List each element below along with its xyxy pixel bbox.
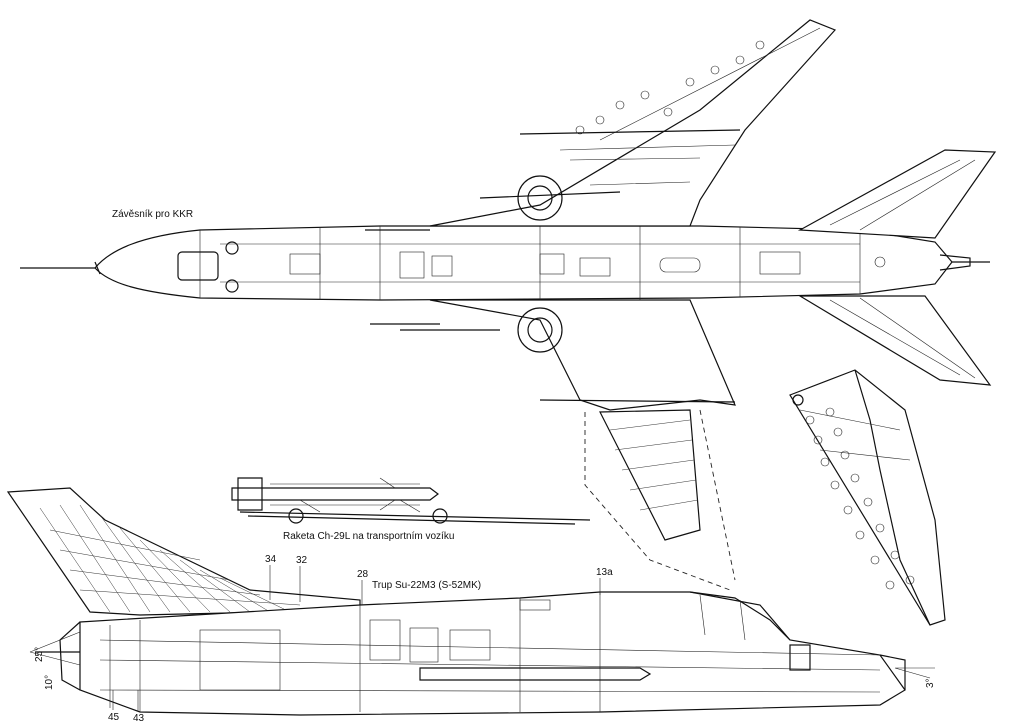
tailplane-upper — [797, 149, 997, 239]
tailplane-lower — [797, 295, 992, 386]
detached-wing-panel — [789, 369, 946, 626]
side-view — [6, 487, 906, 716]
missile-caption: Raketa Ch-29L na transportním vozíku — [283, 531, 454, 542]
tail-angle-down: 10° — [44, 675, 55, 690]
section-34: 34 — [265, 554, 277, 565]
fuselage-caption: Trup Su-22M3 (S-52MK) — [372, 580, 481, 591]
section-32: 32 — [296, 555, 308, 566]
nose-angle: 3° — [925, 678, 936, 688]
section-13a: 13a — [596, 567, 613, 578]
tail-angle-up: 25° — [34, 647, 45, 662]
section-28: 28 — [357, 569, 369, 580]
top-view — [20, 19, 997, 541]
section-45: 45 — [108, 712, 120, 723]
top-wing-upper — [429, 19, 837, 227]
section-43: 43 — [133, 713, 145, 724]
top-fuselage — [94, 225, 953, 301]
angle-marks: 25° 10° 3° — [29, 631, 936, 690]
vertical-fin — [6, 487, 361, 616]
projection-line — [584, 412, 731, 591]
outer-wing-panel — [599, 409, 701, 541]
nose-cone — [60, 261, 101, 275]
pylon-label: Závěsník pro KKR — [112, 209, 193, 220]
missile-trolley — [231, 477, 591, 525]
top-wing-lower — [429, 299, 736, 411]
